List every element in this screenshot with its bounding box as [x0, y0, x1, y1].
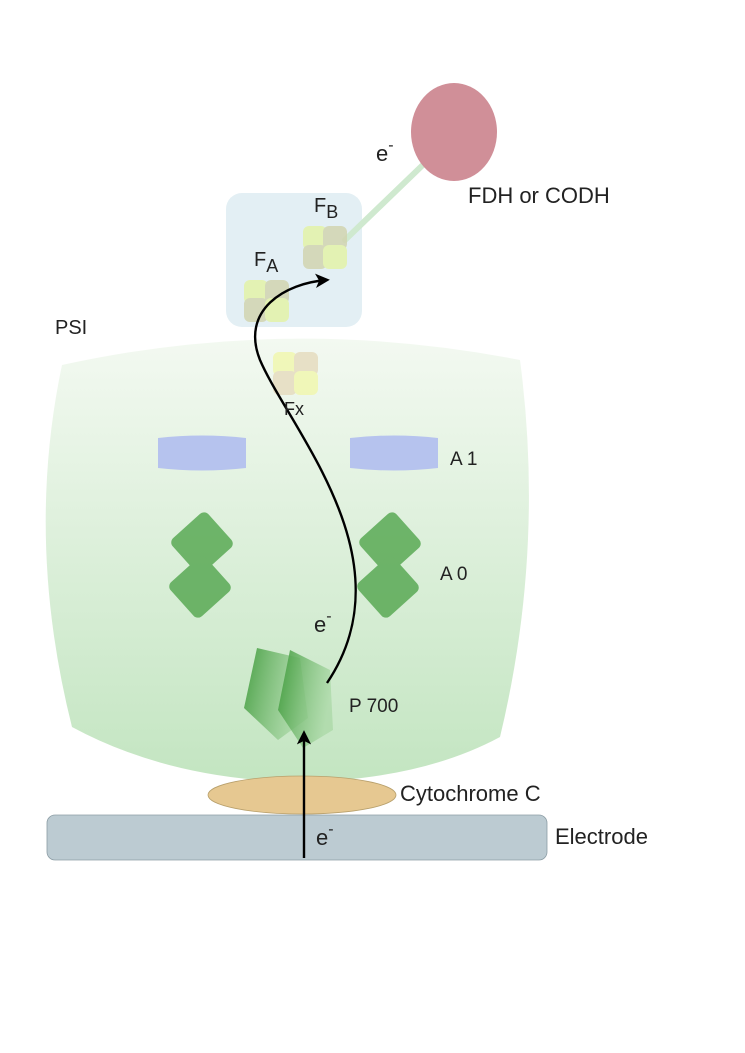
electron-label-psi: e-	[314, 608, 332, 637]
a0-chlorophyll-left	[169, 512, 233, 618]
electrode-bar	[46, 814, 548, 861]
fx-iron-sulfur-cluster	[273, 352, 318, 395]
a0-label: A 0	[440, 564, 467, 585]
a1-quinone-left	[158, 435, 246, 471]
fdh-codh-label: FDH or CODH	[468, 183, 610, 208]
a1-label: A 1	[450, 449, 477, 470]
fx-label: Fx	[284, 399, 304, 419]
p700-special-pair	[244, 648, 333, 748]
electron-label-fdh: e-	[376, 137, 394, 166]
fa-iron-sulfur-cluster	[244, 280, 289, 322]
fa-label: FA	[254, 249, 278, 276]
a1-quinone-right	[350, 435, 438, 471]
fdh-enzyme	[411, 83, 497, 181]
electron-label-electrode: e-	[316, 821, 334, 850]
psi-label: PSI	[55, 317, 87, 339]
fb-iron-sulfur-cluster	[303, 226, 347, 269]
a0-chlorophyll-right	[357, 512, 421, 618]
electrode-label: Electrode	[555, 824, 648, 849]
p700-to-fb-arrow	[253, 273, 357, 684]
fb-label: FB	[314, 195, 338, 222]
cytochrome-c-label: Cytochrome C	[400, 781, 541, 806]
p700-label: P 700	[349, 696, 398, 717]
fdh-connector	[342, 157, 431, 243]
cytochrome-c	[207, 775, 397, 815]
